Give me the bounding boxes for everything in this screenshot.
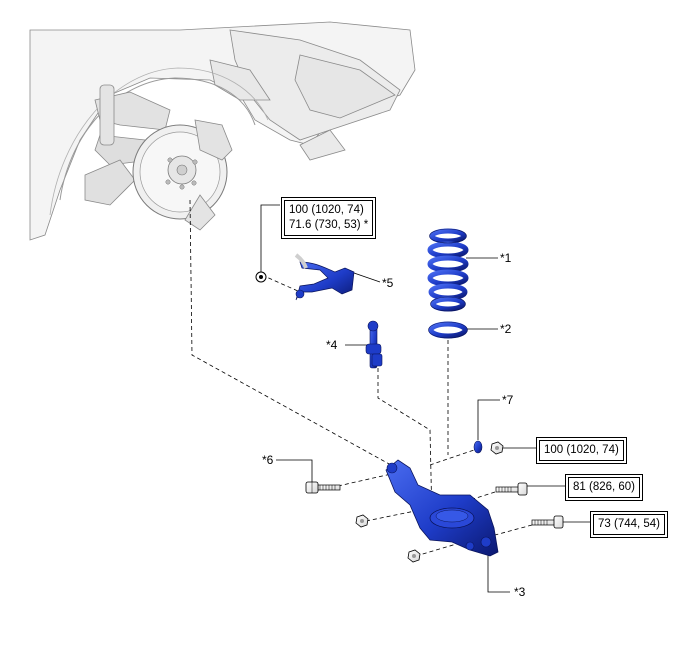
torque-box-arm-lower-bolt: 73 (744, 54)	[590, 511, 669, 538]
callout-2: *2	[500, 322, 512, 336]
callout-3: *3	[514, 585, 526, 599]
stabilizer-link	[365, 320, 383, 369]
arm-nut-lower-left	[407, 549, 421, 563]
torque-box-bracket-nut: 100 (1020, 74)	[536, 437, 627, 464]
alignment-lines	[189, 199, 533, 557]
callout-1: *1	[500, 251, 512, 265]
arm-inner-bolt	[305, 481, 341, 494]
torque-stabilizer-link-line1: 100 (1020, 74)	[289, 204, 364, 216]
arm-upper-bolt	[495, 482, 528, 496]
stabilizer-bar	[294, 253, 355, 301]
stabilizer-nut	[255, 271, 267, 283]
vehicle-body-illustration	[29, 21, 416, 241]
torque-stabilizer-link-line2: 71.6 (730, 53) *	[289, 219, 369, 231]
coil-spring	[427, 228, 469, 312]
spring-seat	[428, 321, 468, 339]
callout-6: *6	[262, 453, 274, 467]
rear-lower-arm	[385, 459, 499, 557]
torque-box-arm-upper-bolt: 81 (826, 60)	[565, 474, 644, 501]
callout-4: *4	[326, 338, 338, 352]
leader-lines	[260, 204, 590, 593]
torque-arm-upper-bolt: 81 (826, 60)	[568, 477, 641, 498]
torque-stabilizer-link: 100 (1020, 74) 71.6 (730, 53) *	[284, 200, 374, 236]
arm-nut-upper-left	[355, 514, 369, 528]
coil-spring-outline	[429, 228, 467, 312]
torque-arm-lower-bolt: 73 (744, 54)	[593, 514, 666, 535]
torque-bracket-nut: 100 (1020, 74)	[539, 440, 624, 461]
callout-7: *7	[502, 393, 514, 407]
torque-box-stabilizer-link: 100 (1020, 74) 71.6 (730, 53) *	[281, 197, 377, 239]
bracket-nut	[490, 441, 504, 455]
callout-5: *5	[382, 276, 394, 290]
bump-stopper	[473, 440, 483, 454]
arm-lower-bolt	[531, 515, 564, 529]
